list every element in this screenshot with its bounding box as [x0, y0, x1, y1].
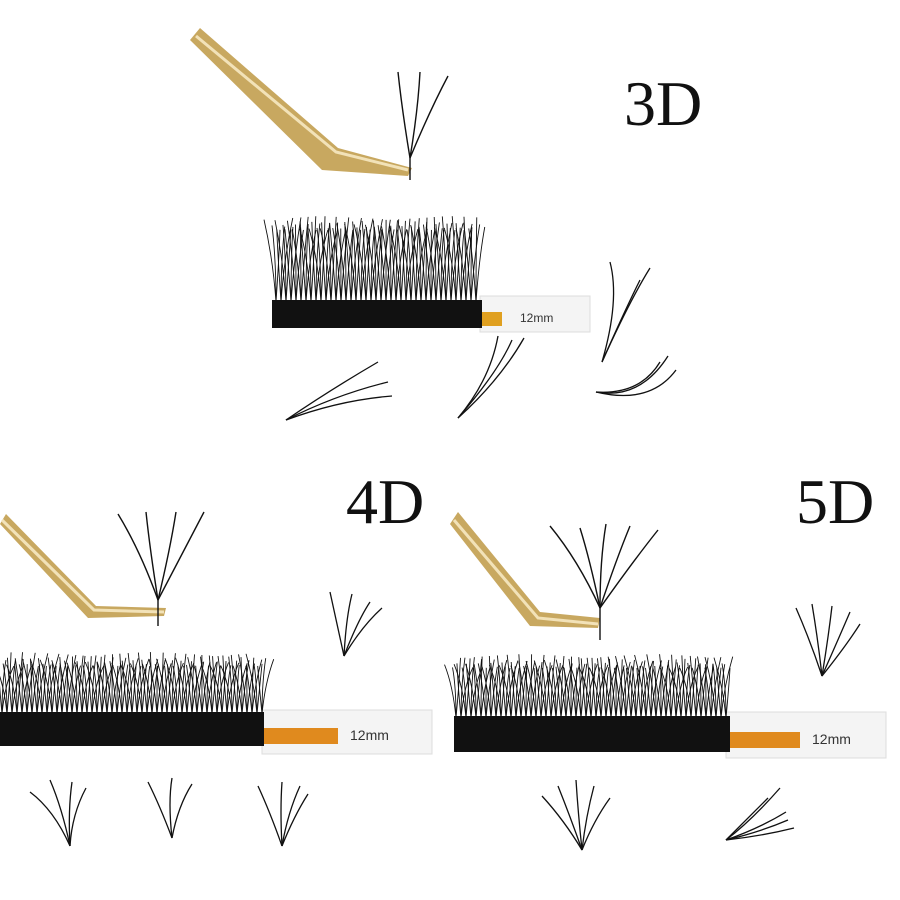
tweezer — [450, 512, 600, 628]
illustration-5d: 12mm — [444, 512, 887, 851]
lash-strip-fibers — [0, 652, 275, 715]
illustration-4d: 12mm — [0, 511, 433, 847]
panel-4d: 4D 12mm — [0, 440, 450, 900]
loose-lash-fans — [29, 591, 383, 847]
lash-strip-fibers — [263, 216, 486, 303]
loose-lash-fans — [285, 261, 677, 421]
held-lash-fan — [117, 511, 205, 626]
panel-5d: 5D 12mm — [444, 440, 900, 900]
tray-length-3d: 12mm — [520, 311, 553, 325]
tray-length-5d: 12mm — [812, 731, 851, 747]
loose-lash-fans — [541, 603, 861, 851]
panel-label-4d: 4D — [346, 466, 425, 537]
panel-label-5d: 5D — [796, 466, 875, 537]
lash-strip-fibers — [444, 654, 734, 719]
lash-tray: 12mm — [0, 652, 433, 755]
lash-tray: 12mm — [263, 216, 591, 333]
panel-3d: 3D 12mm — [0, 0, 900, 440]
tray-length-4d: 12mm — [350, 727, 389, 743]
lash-tray: 12mm — [444, 654, 887, 759]
panel-label-3d: 3D — [624, 68, 703, 139]
tweezer — [190, 28, 412, 176]
held-lash-fan — [549, 523, 659, 640]
held-lash-fan — [397, 71, 449, 180]
illustration-3d: 12mm — [190, 28, 677, 421]
tweezer — [0, 514, 166, 618]
